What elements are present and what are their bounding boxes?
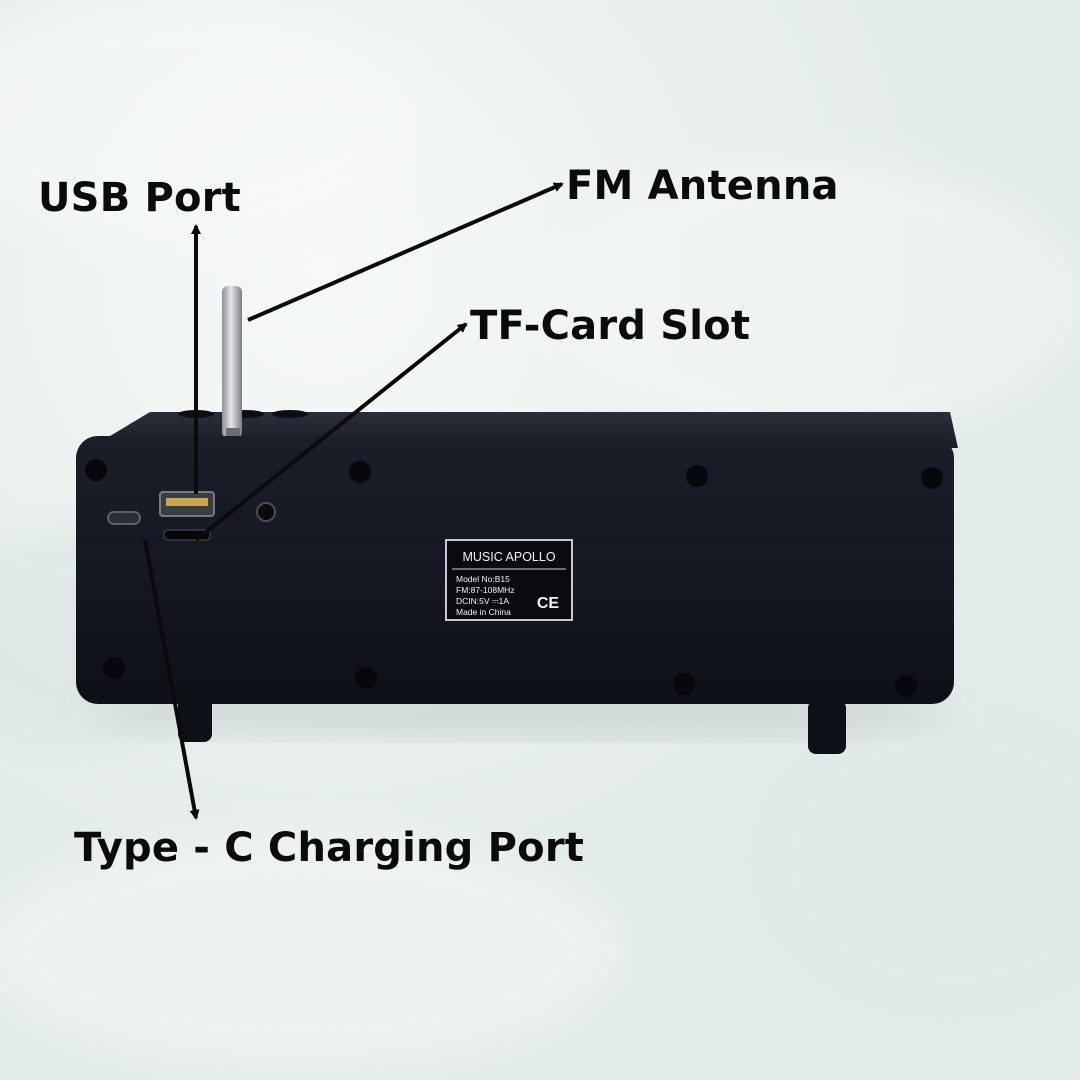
- type-c-port-label: Type - C Charging Port: [74, 825, 585, 871]
- type-c-port: [107, 511, 141, 525]
- fm-antenna-label: FM Antenna: [566, 163, 839, 209]
- tf-card-slot-label: TF-Card Slot: [470, 303, 751, 349]
- product-label-plate: MUSIC APOLLO Model No:B15 FM:87-108MHz D…: [445, 539, 573, 621]
- plate-dcin: DCIN:5V ⎓1A: [456, 596, 509, 606]
- fm-antenna-base: [226, 428, 240, 438]
- tf-arrow: [194, 322, 468, 542]
- fm-antenna: [222, 286, 242, 438]
- plate-model: Model No:B15: [456, 574, 510, 584]
- callout-arrows: [143, 182, 564, 820]
- typec-arrow: [143, 539, 200, 820]
- aux-jack: [256, 502, 276, 522]
- fm-arrow: [247, 182, 564, 322]
- plate-brand: MUSIC APOLLO: [462, 550, 555, 564]
- plate-origin: Made in China: [456, 607, 511, 617]
- top-button-3: [272, 410, 308, 418]
- right-leg: [808, 700, 846, 754]
- ce-mark: CE: [537, 595, 560, 612]
- usb-port-label: USB Port: [38, 175, 241, 221]
- plate-fm: FM:87-108MHz: [456, 585, 515, 595]
- screw-holes: [85, 459, 943, 697]
